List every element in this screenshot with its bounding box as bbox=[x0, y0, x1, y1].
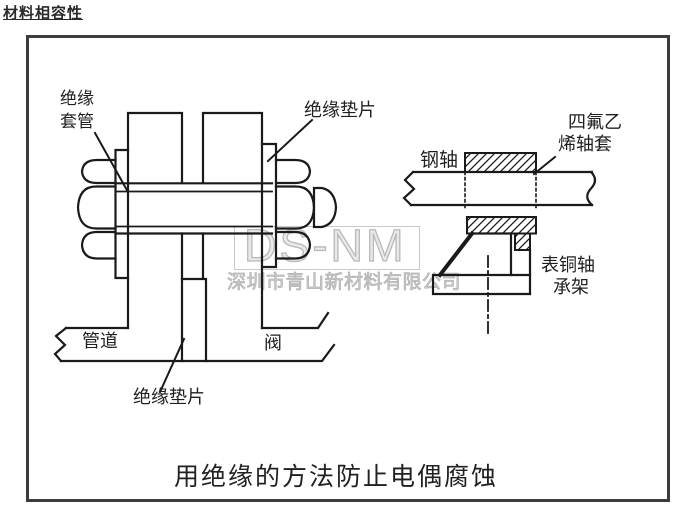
shaft-break-left bbox=[402, 170, 416, 207]
watermark-logo: DS-NM bbox=[243, 220, 407, 271]
bearing-liner-hatched-top bbox=[466, 216, 537, 235]
bearing-bracket-diagram bbox=[431, 216, 537, 334]
right-flange-plate bbox=[201, 111, 264, 330]
nut-facet-mid bbox=[76, 185, 117, 230]
label-insulating-gasket-bottom: 绝缘垫片 bbox=[133, 387, 205, 407]
label-steel-shaft: 钢轴 bbox=[420, 150, 459, 171]
label-insulating-sleeve: 绝缘 套管 bbox=[60, 89, 94, 131]
nut-facet-top bbox=[80, 158, 117, 185]
leader-gasket-top bbox=[266, 118, 314, 163]
leader-insulating-sleeve bbox=[93, 131, 130, 194]
watermark-company-name: 深圳市青山新材料有限公司 bbox=[227, 272, 462, 294]
nut-facet-bottom bbox=[80, 230, 117, 260]
bracket-base bbox=[431, 273, 532, 296]
flange-joint-diagram bbox=[53, 111, 338, 394]
bracket-body bbox=[470, 232, 513, 277]
shaft-bushing-diagram bbox=[402, 152, 597, 210]
watermark-frame bbox=[234, 226, 420, 270]
bolt-head-facet-bottom bbox=[274, 230, 312, 260]
bolt-head-facet-mid bbox=[274, 185, 316, 230]
label-bearing-bracket: 表铜轴 承架 bbox=[541, 255, 595, 297]
pipe-break-zigzag bbox=[53, 326, 68, 363]
bolt-tip bbox=[312, 186, 338, 229]
bushing-extent-dotted-lines bbox=[464, 171, 537, 210]
label-pipe: 管道 bbox=[82, 331, 118, 351]
valve-top-line bbox=[260, 311, 330, 330]
figure-caption: 用绝缘的方法防止电偶腐蚀 bbox=[173, 464, 498, 491]
pipe-bottom-line bbox=[59, 343, 336, 363]
insulating-sleeve-layer bbox=[114, 190, 273, 228]
bolt-shaft bbox=[114, 182, 274, 235]
leader-gasket-bottom bbox=[158, 337, 186, 394]
bracket-bold-edge bbox=[437, 230, 475, 278]
shaft-body bbox=[409, 170, 594, 207]
insulating-washer-left bbox=[114, 148, 130, 280]
shaft-break-right bbox=[586, 170, 597, 207]
bolt-head-facet-top bbox=[274, 158, 312, 185]
ptfe-bushing-hatched bbox=[464, 152, 537, 173]
leader-ptfe-bushing bbox=[532, 155, 557, 176]
gasket-line-right bbox=[180, 232, 208, 363]
page-title: 材料相容性 bbox=[3, 6, 84, 22]
left-flange-plate bbox=[126, 111, 184, 330]
insulating-washer-right bbox=[260, 142, 278, 269]
bearing-liner-hatched-step bbox=[514, 232, 531, 251]
label-ptfe-bushing: 四氟乙 烯轴套 bbox=[558, 112, 622, 154]
label-insulating-gasket-top: 绝缘垫片 bbox=[304, 100, 376, 120]
label-valve: 阀 bbox=[264, 333, 282, 353]
